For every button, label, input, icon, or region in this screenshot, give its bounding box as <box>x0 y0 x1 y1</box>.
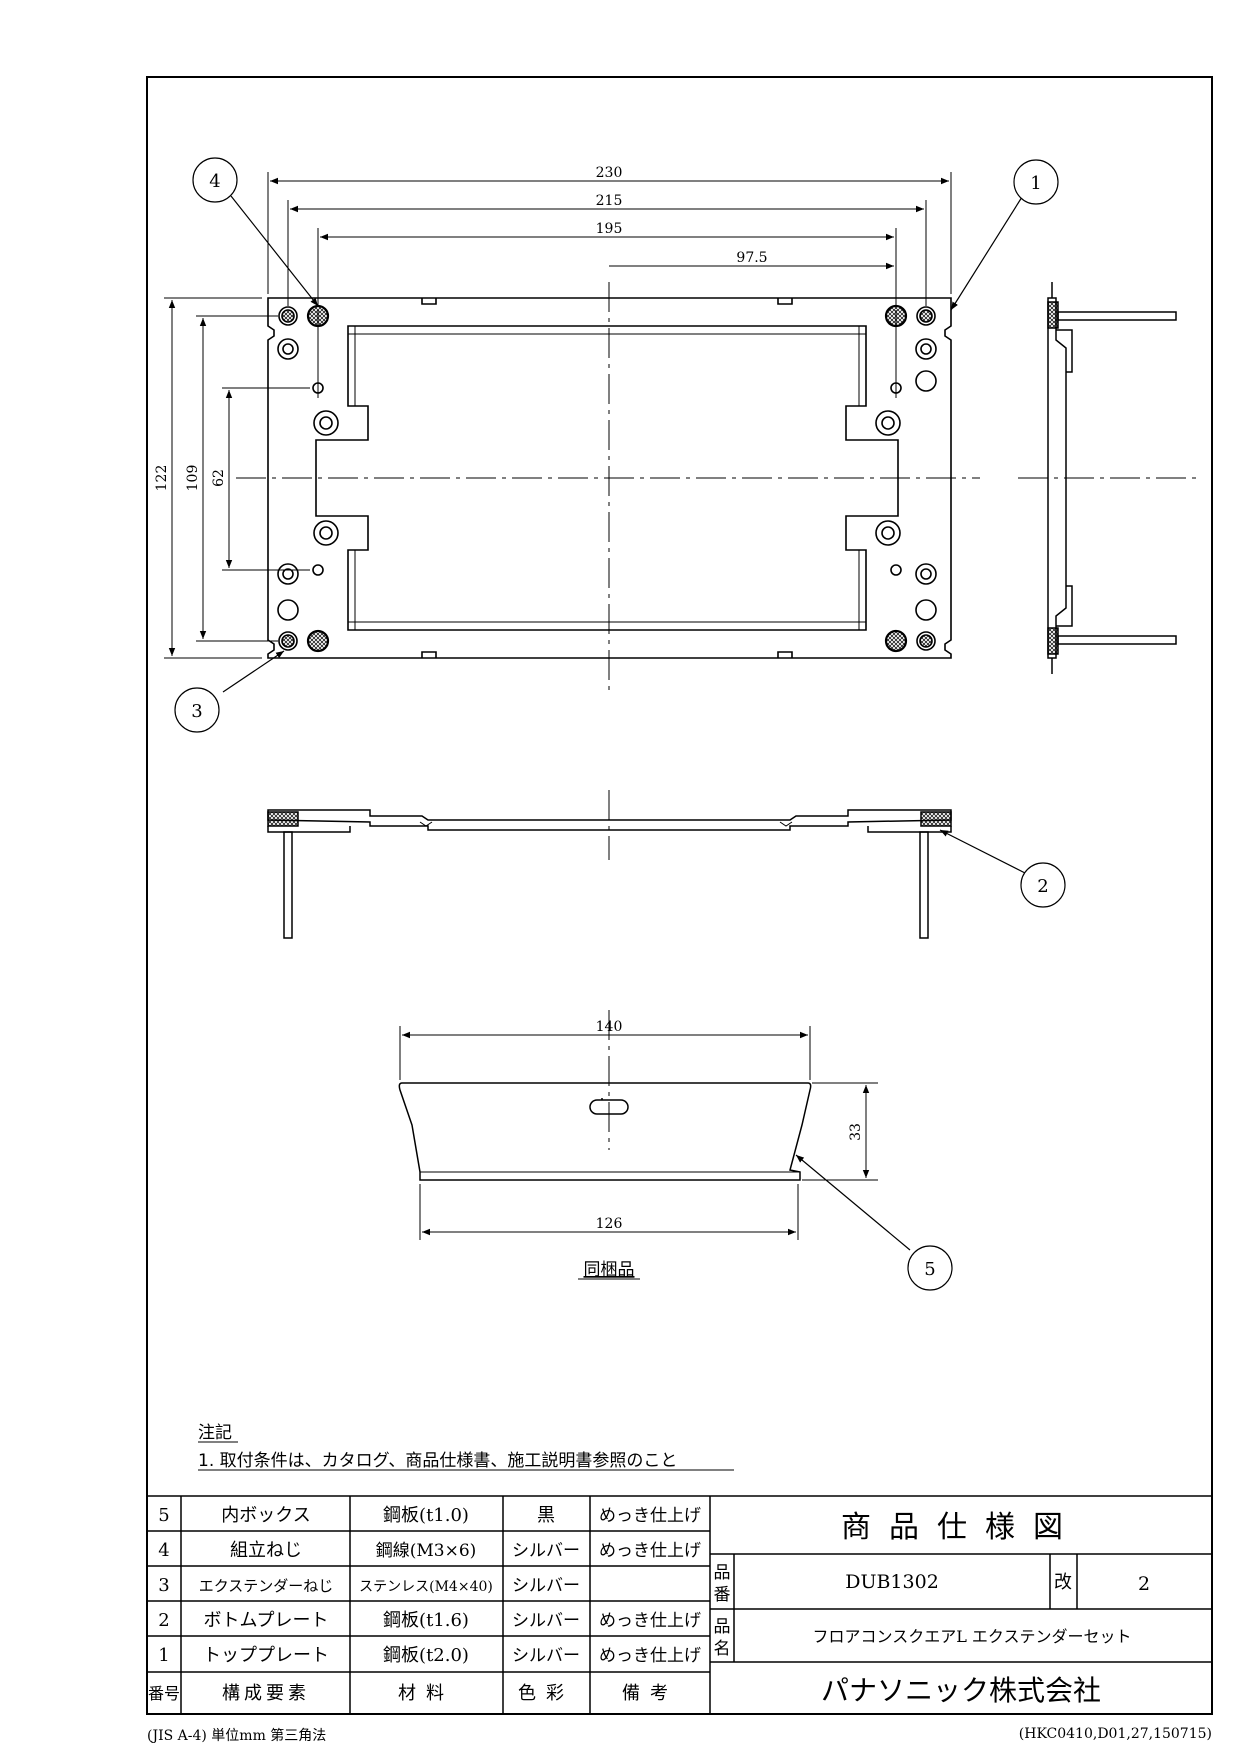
row2-color: シルバー <box>512 1611 580 1631</box>
part-number: DUB1302 <box>845 1571 939 1593</box>
inner-box-caption: 同梱品 <box>584 1260 635 1280</box>
header-color: 色彩 <box>518 1683 574 1704</box>
dim-33: 33 <box>848 1123 864 1141</box>
row4-remarks: めっき仕上げ <box>599 1541 701 1561</box>
row1-color: シルバー <box>512 1646 580 1666</box>
footer-code: (HKC0410,D01,27,150715) <box>1019 1726 1212 1742</box>
callout-4-circle <box>192 157 238 203</box>
row2-remarks: めっき仕上げ <box>599 1611 701 1631</box>
revision-number: 2 <box>1138 1573 1150 1595</box>
dim-109: 109 <box>185 465 201 492</box>
callout-4: 4 <box>209 171 220 192</box>
dim-122: 122 <box>154 465 170 492</box>
row3-material: ステンレス(M4×40) <box>359 1579 493 1595</box>
row3-name: エクステンダーねじ <box>199 1577 334 1595</box>
notes-heading: 注記 <box>198 1423 232 1443</box>
part-no-label-1: 品 <box>714 1563 731 1583</box>
dimension-lines <box>164 172 952 659</box>
header-no: 番号 <box>148 1684 180 1703</box>
row5-color: 黒 <box>537 1505 555 1526</box>
callouts <box>174 157 1066 1291</box>
row1-material: 鋼板(t2.0) <box>383 1645 469 1666</box>
row2-name: ボトムプレート <box>204 1610 329 1631</box>
callout-3-circle <box>174 687 220 733</box>
inner-box-view <box>398 1082 812 1181</box>
drawing-title: 商品仕様図 <box>841 1510 1081 1545</box>
row5-name: 内ボックス <box>221 1505 310 1526</box>
revision-label: 改 <box>1054 1572 1072 1593</box>
row1-name: トッププレート <box>203 1645 329 1666</box>
dim-230: 230 <box>596 165 623 181</box>
callout-2-circle <box>1020 862 1066 908</box>
footer-standard: (JIS A-4) 単位mm 第三角法 <box>147 1727 326 1744</box>
row3-no: 3 <box>158 1575 169 1596</box>
title-block: 商品仕様図 品 番 DUB1302 改 2 品 名 フロアコンスクエアL エクス… <box>714 1510 1151 1707</box>
side-view <box>1047 282 1177 674</box>
dim-140: 140 <box>596 1019 623 1035</box>
dim-195: 195 <box>596 221 623 237</box>
notes-line-1: 1. 取付条件は、カタログ、商品仕様書、施工説明書参照のこと <box>198 1451 677 1471</box>
callout-1: 1 <box>1030 173 1041 194</box>
callout-5-circle <box>907 1245 953 1291</box>
row4-color: シルバー <box>512 1541 580 1561</box>
callout-5: 5 <box>924 1259 935 1280</box>
callout-3: 3 <box>191 701 202 722</box>
dimension-texts: 230 215 195 97.5 122 109 62 <box>154 165 768 491</box>
row4-no: 4 <box>158 1540 169 1561</box>
row2-material: 鋼板(t1.6) <box>383 1610 469 1631</box>
sheet-border <box>146 76 1213 1715</box>
parts-table: 5 内ボックス 鋼板(t1.0) 黒 めっき仕上げ 4 組立ねじ 鋼線(M3×6… <box>148 1505 701 1704</box>
row5-remarks: めっき仕上げ <box>599 1506 701 1526</box>
company-name: パナソニック株式会社 <box>821 1674 1101 1707</box>
dim-97-5: 97.5 <box>736 250 767 266</box>
header-name: 構成要素 <box>222 1683 310 1704</box>
center-lines <box>236 282 1196 1150</box>
dim-126: 126 <box>596 1216 623 1232</box>
callout-1-circle <box>1013 159 1059 205</box>
part-no-label-2: 番 <box>714 1585 731 1605</box>
front-view <box>267 809 952 939</box>
row4-material: 鋼線(M3×6) <box>376 1541 477 1561</box>
row5-no: 5 <box>158 1505 169 1526</box>
row3-color: シルバー <box>512 1576 580 1596</box>
dim-215: 215 <box>596 193 623 209</box>
product-name-label-1: 品 <box>714 1617 731 1637</box>
product-name: フロアコンスクエアL エクステンダーセット <box>813 1627 1132 1646</box>
dim-62: 62 <box>211 469 227 487</box>
inner-box-dimensions <box>399 1026 878 1240</box>
row5-material: 鋼板(t1.0) <box>383 1505 469 1526</box>
row1-remarks: めっき仕上げ <box>599 1646 701 1666</box>
row4-name: 組立ねじ <box>230 1540 302 1561</box>
row1-no: 1 <box>158 1645 169 1666</box>
parts-table-grid <box>147 1495 1212 1714</box>
header-remarks: 備考 <box>622 1683 678 1704</box>
callout-2: 2 <box>1037 876 1048 897</box>
product-name-label-2: 名 <box>714 1639 731 1659</box>
header-material: 材料 <box>398 1683 454 1704</box>
row2-no: 2 <box>158 1610 169 1631</box>
